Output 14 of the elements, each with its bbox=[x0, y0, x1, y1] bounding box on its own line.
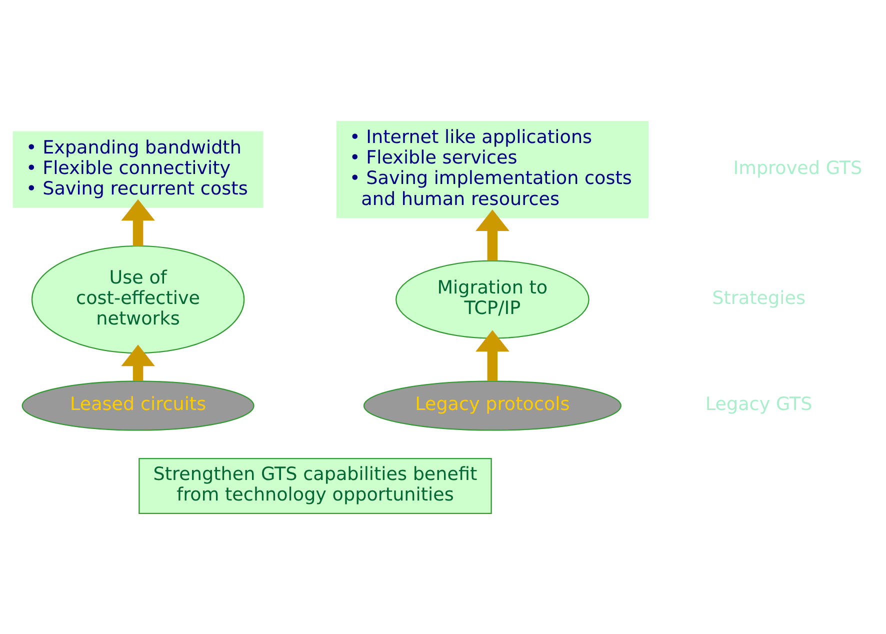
label: Legacy GTS bbox=[705, 394, 812, 415]
node-box: • Expanding bandwidth • Flexible connectivity • Saving recurrent costs bbox=[12, 130, 264, 208]
label: Improved GTS bbox=[733, 157, 862, 178]
arrow bbox=[476, 330, 510, 380]
node-ellipse: Use of cost-effective networks bbox=[31, 244, 245, 354]
node-box: • Internet like applications • Flexible services • Saving implementation costs and human resources bbox=[336, 120, 648, 218]
arrow bbox=[121, 198, 155, 246]
node-ellipse: Legacy protocols bbox=[363, 380, 622, 430]
label: Strategies bbox=[712, 287, 806, 308]
arrow bbox=[476, 209, 510, 260]
node-ellipse: Migration to TCP/IP bbox=[396, 260, 590, 338]
node-ellipse: Leased circuits bbox=[22, 380, 254, 430]
arrow bbox=[121, 344, 155, 380]
node-box: Strengthen GTS capabilities benefit from technology opportunities bbox=[138, 457, 492, 514]
